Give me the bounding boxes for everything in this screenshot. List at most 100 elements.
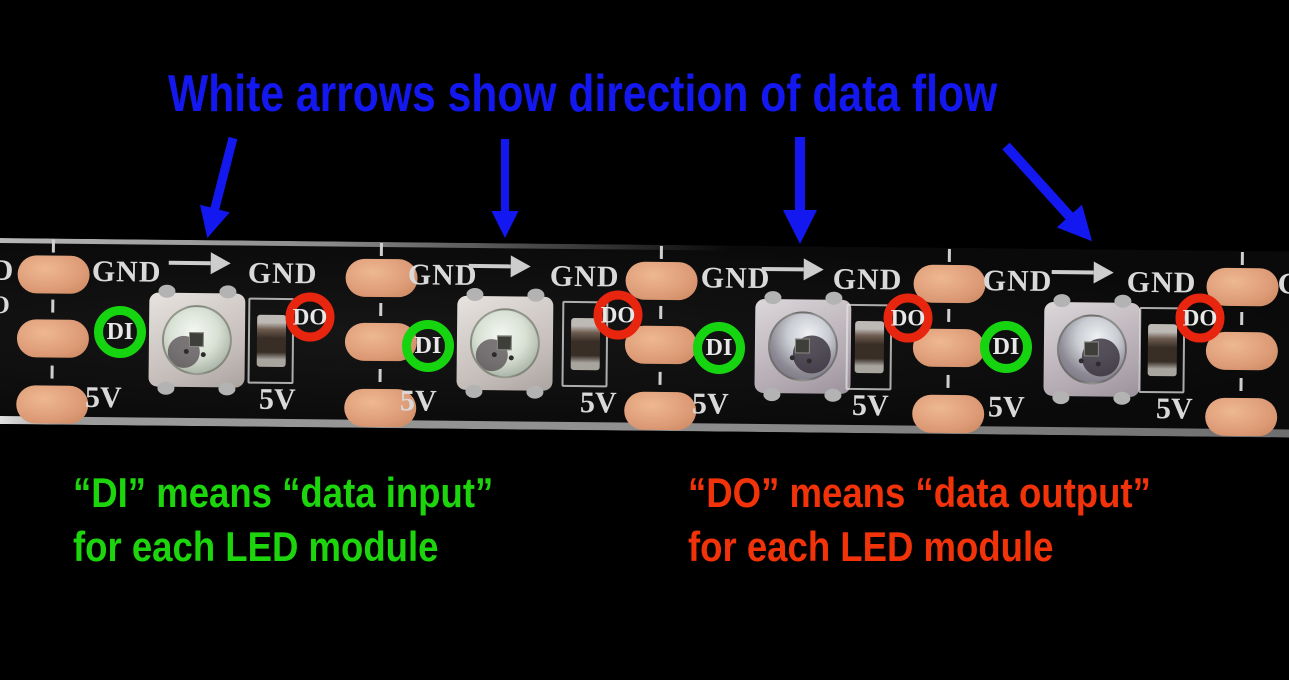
5v-label: 5V [258, 382, 296, 417]
copper-pad [1205, 331, 1279, 371]
solder-pin [158, 284, 176, 298]
led-module [1043, 294, 1141, 405]
5v-label: 5V [399, 384, 437, 418]
di-marker: DI [693, 322, 745, 374]
copper-pad [913, 264, 986, 304]
data-flow-arrow-tail [761, 266, 804, 272]
do-caption-line1: “DO” means “data output” [688, 469, 1151, 516]
led-lens [767, 311, 839, 382]
solder-pin [1114, 294, 1132, 308]
gnd-label: GND [91, 254, 162, 289]
solder-pad-group [912, 248, 986, 435]
copper-pad [16, 319, 90, 358]
led-chip [188, 331, 205, 348]
led-chip [794, 338, 810, 354]
led-strip: GND GND GND GND GND GND GND GND 5V 5V 5V 5V 5V 5V 5V 5V… [0, 238, 1289, 438]
data-flow-arrow-tail [168, 260, 211, 266]
data-flow-arrow [761, 258, 824, 281]
gnd-label-partial: GND [1277, 267, 1289, 302]
led-die-dot [1078, 358, 1084, 364]
do-label-partial: DO [0, 291, 10, 320]
copper-pad [912, 394, 985, 434]
silkscreen-tick [379, 302, 383, 317]
silkscreen-tick [1239, 377, 1243, 392]
solder-pin [763, 388, 781, 402]
copper-pad [17, 255, 90, 294]
5v-label: 5V [691, 387, 729, 421]
solder-pin [219, 285, 237, 299]
5v-label: 5V [1155, 392, 1193, 426]
data-flow-arrow-head [1093, 261, 1114, 284]
led-die-dot [491, 352, 497, 358]
data-flow-arrow-tail [468, 263, 511, 269]
silkscreen-tick [378, 368, 382, 383]
di-marker: DI [980, 321, 1032, 373]
di-caption: “DI” means “data input” for each LED mod… [73, 466, 493, 574]
5v-label: 5V [579, 386, 617, 420]
solder-pad-group [624, 245, 698, 432]
pointer-arrow [1002, 142, 1093, 242]
solder-pin [466, 287, 484, 302]
solder-pin [825, 291, 843, 305]
led-module [754, 291, 852, 402]
solder-pin [157, 381, 175, 395]
5v-label: 5V [987, 390, 1025, 424]
led-lens [161, 304, 233, 376]
capacitor [256, 314, 287, 367]
5v-label: 5V [851, 388, 889, 423]
solder-pin [1052, 391, 1070, 405]
di-caption-line2: for each LED module [73, 523, 439, 570]
solder-pin [764, 291, 782, 305]
led-die-dot [806, 358, 812, 364]
do-marker: DO [593, 290, 643, 340]
di-marker: DI [94, 306, 146, 358]
led-chip [496, 335, 513, 351]
led-module [148, 284, 246, 396]
do-marker: DO [883, 293, 933, 343]
data-flow-arrow-head [210, 252, 231, 275]
data-flow-arrow-head [510, 255, 531, 278]
gnd-label: GND [832, 262, 903, 297]
solder-pad-group [16, 238, 90, 425]
led-die-dot [1095, 361, 1101, 367]
copper-pad [1204, 397, 1278, 437]
silkscreen-tick [658, 371, 662, 385]
led-lens [469, 307, 541, 379]
solder-pin [824, 388, 842, 402]
solder-pin [527, 288, 545, 302]
silkscreen-tick [51, 239, 55, 253]
gnd-label: GND [700, 261, 771, 296]
silkscreen-tick [946, 374, 950, 388]
silkscreen-tick [1240, 251, 1244, 266]
do-caption-line2: for each LED module [688, 523, 1054, 570]
copper-pad [624, 391, 697, 431]
gnd-label: GND [247, 256, 318, 291]
led-die-dot [508, 355, 514, 361]
copper-pad [625, 261, 698, 301]
led-lens [1056, 314, 1128, 385]
led-die-dot [789, 355, 795, 361]
led-die-dot [183, 348, 189, 354]
do-marker: DO [285, 292, 335, 342]
solder-pin [1113, 391, 1131, 405]
silkscreen-tick [659, 245, 663, 259]
silkscreen-tick [1240, 311, 1244, 326]
data-flow-arrow-head [803, 258, 824, 281]
data-flow-arrow [1051, 261, 1114, 284]
gnd-label-partial: GND [0, 253, 15, 288]
solder-pin [1053, 294, 1071, 308]
solder-pin [218, 382, 236, 396]
gnd-label: GND [549, 259, 620, 294]
capacitor [854, 320, 885, 374]
gnd-label: GND [982, 264, 1053, 299]
silkscreen-tick [51, 299, 55, 313]
silkscreen-tick [379, 242, 383, 257]
data-flow-arrow [168, 252, 231, 275]
gnd-label: GND [407, 258, 478, 293]
solder-pad-group [1204, 251, 1279, 438]
5v-label: 5V [84, 380, 122, 415]
title-text: White arrows show direction of data flow [168, 65, 998, 123]
gnd-label: GND [1126, 265, 1197, 300]
led-chip [1083, 341, 1099, 357]
